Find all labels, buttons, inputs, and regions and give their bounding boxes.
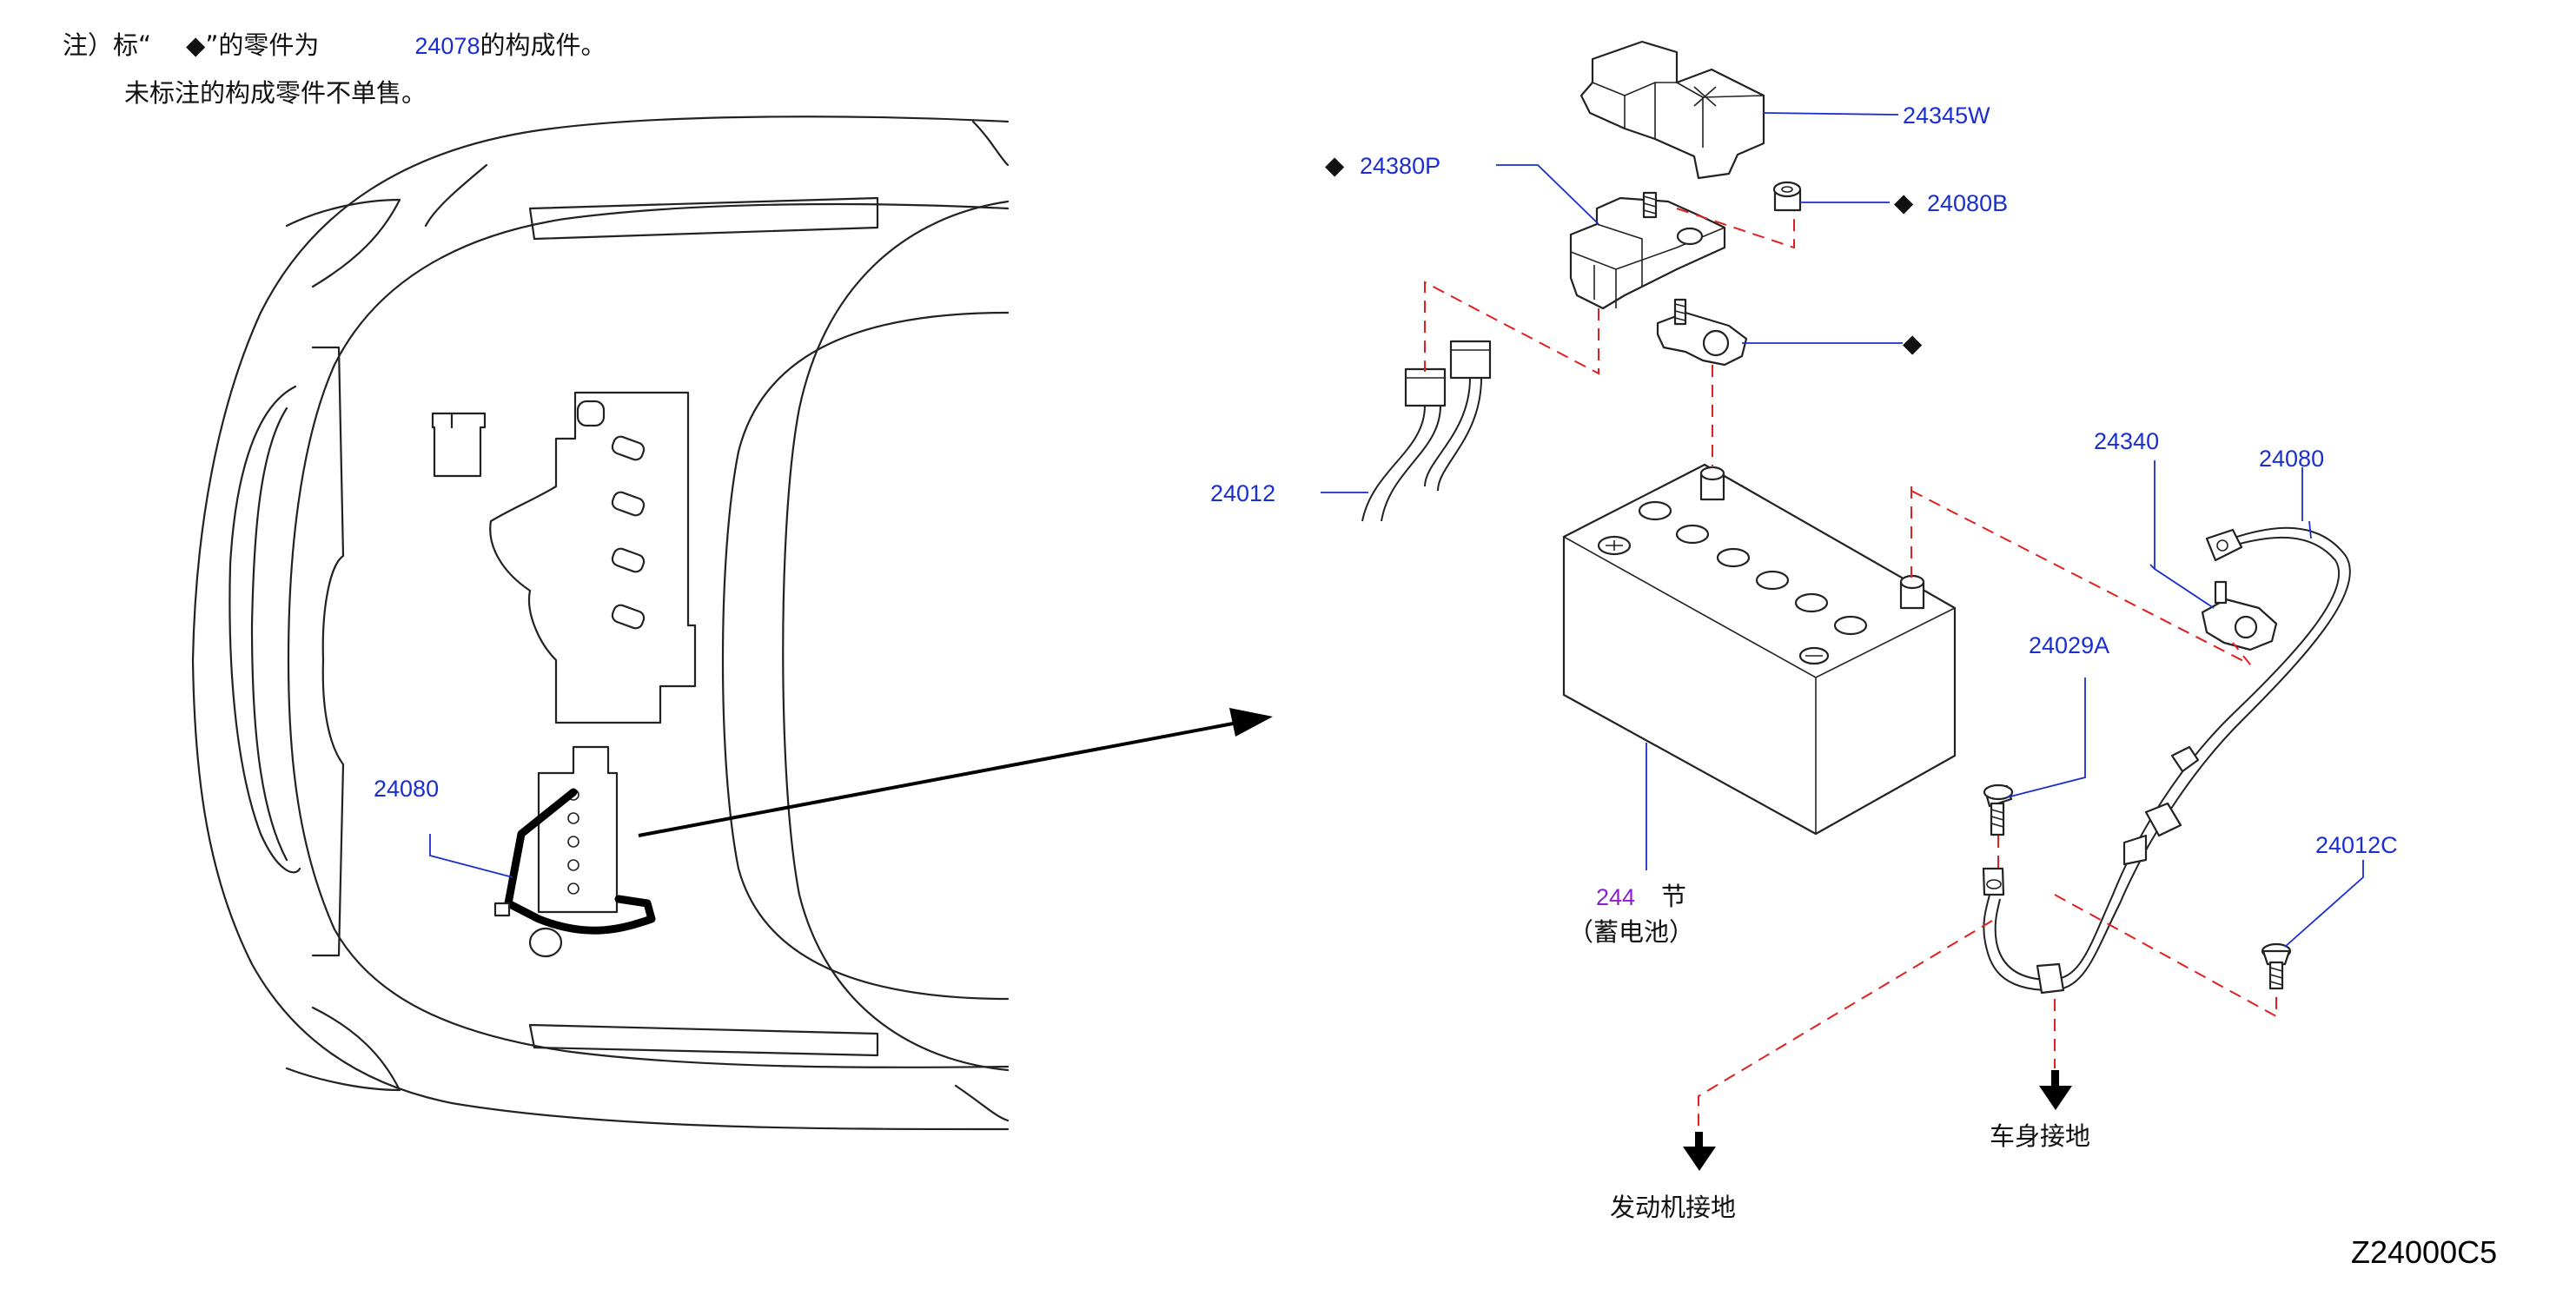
battery-244: 244 节 （蓄电池） [1562,463,1957,947]
ground-arrows: 发动机接地 车身接地 [1610,1070,2090,1222]
diamond-24380P: ◆ [1325,150,1345,180]
note-diamond-symbol: ◆ [186,30,206,60]
diagram-code: Z24000C5 [2351,1234,2497,1270]
label-24029A: 24029A [2029,632,2109,658]
engine-plugs [611,435,646,630]
diamond-clamp: ◆ [1903,328,1923,358]
note-mid: ”的零件为 [205,30,319,60]
label-engine-ground: 发动机接地 [1610,1193,1736,1222]
battery-cells-small [567,789,579,895]
note-part-link: 24078 [414,33,480,59]
label-24012: 24012 [1210,480,1275,506]
fusible-link-24380P: ◆ 24380P [1325,150,1726,310]
note-line-1: 注）标“ ◆”的零件为 24078的构成件。 [63,30,606,60]
notes: 注）标“ ◆”的零件为 24078的构成件。 未标注的构成零件不单售。 [63,30,606,108]
assembly-dashed-lines [1424,208,2277,1129]
label-24080-left: 24080 [374,776,439,802]
label-24080-right: 24080 [2259,446,2324,472]
cable-24080-right: 24080 [1982,446,2351,995]
cable-24080-left [504,788,656,935]
note-line-2: 未标注的构成零件不单售。 [124,78,427,108]
terminal-cover-24345W: 24345W [1579,40,1990,180]
pointer-arrow [638,708,1273,837]
negative-terminal-24340: 24340 [2094,428,2278,651]
label-24380P: 24380P [1360,153,1440,179]
label-24345W: 24345W [1903,102,1990,129]
label-body-ground: 车身接地 [1990,1121,2090,1151]
nut-24080B: ◆ 24080B [1772,181,2008,217]
label-24012C: 24012C [2315,832,2398,858]
label-battery-name: （蓄电池） [1568,917,1694,947]
label-24080B: 24080B [1927,190,2008,216]
diamond-24080B: ◆ [1894,188,1914,217]
bolt-24029A: 24029A [1983,632,2109,836]
note-prefix: 注）标“ [63,30,151,60]
label-24340: 24340 [2094,428,2159,454]
vehicle-outline: 24080 [191,116,1010,1131]
label-battery-code: 244 [1596,884,1635,910]
positive-terminal-clamp: ◆ [1656,298,1923,367]
battery-caps [1597,500,1868,665]
label-battery-section: 节 [1661,882,1686,911]
bolt-24012C: 24012C [2261,832,2398,990]
note-suffix: 的构成件。 [480,30,606,60]
harness-24012: 24012 [1210,340,1492,522]
